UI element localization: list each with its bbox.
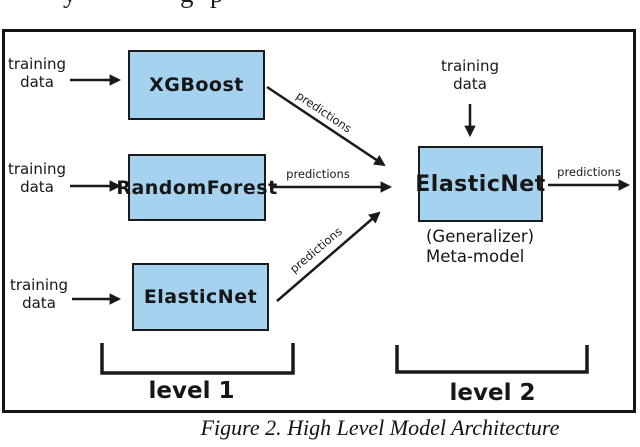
annotation-meta-model: Meta-model (426, 247, 525, 266)
model-label: ElasticNet (415, 171, 546, 197)
training-data-label: training data (7, 160, 67, 196)
training-data-label: training data (440, 57, 500, 93)
model-box-randomforest: RandomForest (116, 154, 277, 221)
meta-model-annotation: (Generalizer) Meta-model (426, 227, 534, 267)
figure-frame (2, 29, 636, 413)
predictions-label: predictions (557, 165, 621, 179)
model-box-elasticnet-level1: ElasticNet (132, 263, 269, 331)
figure-caption: Figure 2. High Level Model Architecture (200, 415, 560, 440)
model-label: XGBoost (149, 74, 244, 96)
predictions-label: predictions (286, 167, 350, 181)
model-label: ElasticNet (143, 286, 258, 308)
model-box-xgboost: XGBoost (128, 50, 265, 120)
training-data-label: training data (9, 276, 69, 312)
text-fragment: p (210, 0, 224, 9)
annotation-generalizer: (Generalizer) (426, 227, 535, 246)
level1-label: level 1 (148, 378, 235, 404)
model-box-elasticnet-meta: ElasticNet (415, 146, 546, 222)
text-fragment: y (63, 0, 77, 9)
level2-label: level 2 (449, 380, 536, 406)
training-data-label: training data (7, 55, 67, 91)
model-label: RandomForest (116, 176, 278, 199)
text-fragment: g (180, 0, 194, 9)
clipped-text-line: y g p (0, 0, 640, 13)
